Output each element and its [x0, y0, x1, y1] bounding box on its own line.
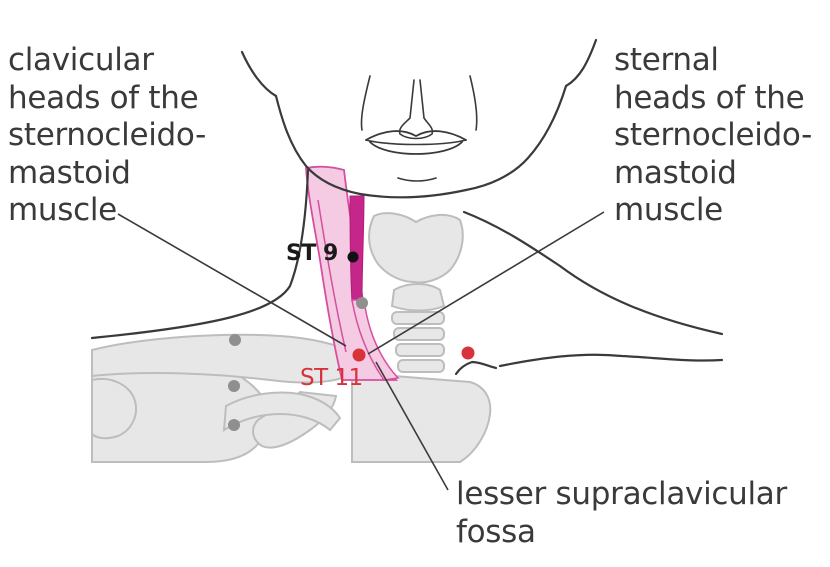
cheek-left [360, 75, 371, 131]
point-red-right [461, 346, 475, 360]
neck-right [462, 210, 724, 336]
cheek-right [469, 75, 478, 131]
scm-sternal-head [349, 195, 365, 303]
neck-left [90, 168, 310, 340]
cricoid-cartilage [390, 283, 446, 312]
lip-line [365, 139, 467, 146]
scm-inner-line [317, 199, 347, 353]
point-gray-2 [228, 380, 240, 392]
leader-lines [117, 211, 605, 491]
rib-left [222, 391, 342, 432]
thyroid-cartilage [368, 212, 464, 284]
skeleton [91, 333, 492, 463]
leader-sternal [367, 211, 605, 355]
chin-crease [397, 177, 437, 182]
upper-lip [365, 130, 467, 141]
tracheal-rings [391, 311, 445, 373]
scm-muscle [305, 165, 400, 381]
leader-fossa [375, 361, 449, 491]
point-gray-3 [228, 419, 240, 431]
jaw-left [240, 50, 362, 196]
body-outline [90, 38, 724, 376]
lower-lip [369, 141, 463, 155]
points [228, 251, 475, 431]
chin [358, 188, 468, 199]
point-st9 [347, 251, 359, 263]
point-gray-1 [229, 334, 241, 346]
label-sternal-heads: sternal heads of the sternocleido- masto… [614, 42, 813, 228]
humerus-head [91, 378, 137, 440]
point-gray-neck [356, 297, 368, 309]
leader-clavicular [117, 213, 347, 347]
hollow-right [454, 360, 498, 376]
point-st11 [352, 348, 366, 362]
clavicle-right-contour [498, 353, 724, 368]
manubrium [351, 372, 492, 463]
scm-sternal-tendon [351, 299, 400, 381]
label-clavicular-heads: clavicular heads of the sternocleido- ma… [8, 42, 207, 228]
label-lesser-supraclavicular-fossa: lesser supraclavicular fossa [456, 476, 787, 550]
point-label-st11: ST 11 [300, 365, 363, 391]
nose [398, 79, 434, 140]
larynx [368, 212, 464, 373]
jaw-right [464, 38, 598, 192]
point-label-st9: ST 9 [286, 241, 338, 266]
